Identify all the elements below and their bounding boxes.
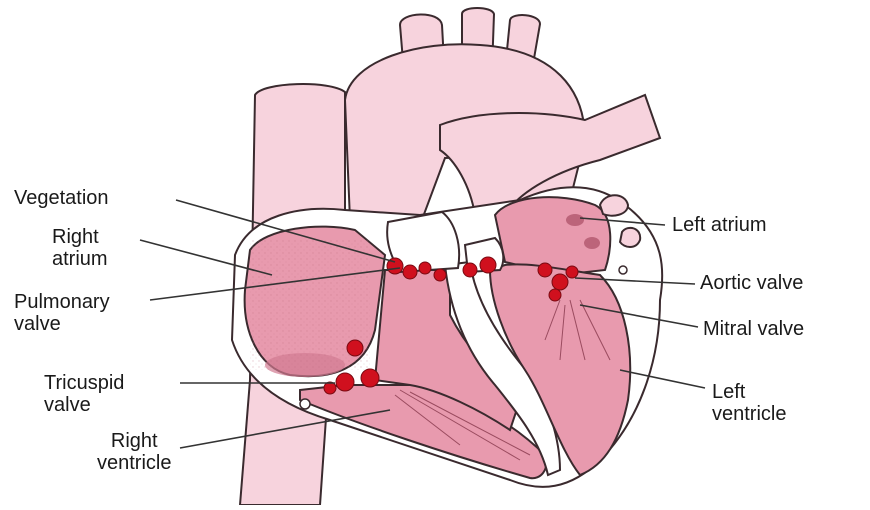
- label-vegetation: Vegetation: [14, 187, 109, 209]
- left-atrium-ostium-1: [566, 214, 584, 226]
- label-left-ventricle-line2: ventricle: [712, 403, 786, 425]
- label-pulmonary-valve-line1: Pulmonary: [14, 291, 110, 313]
- label-right-atrium: Right atrium: [52, 226, 108, 270]
- label-tricuspid-valve-line1: Tricuspid: [44, 372, 124, 394]
- label-left-atrium: Left atrium: [672, 214, 766, 236]
- label-right-atrium-line1: Right: [52, 226, 108, 248]
- label-right-ventricle-line1: Right: [97, 430, 171, 452]
- valve-pin-right: [300, 399, 310, 409]
- label-tricuspid-valve-line2: valve: [44, 394, 124, 416]
- label-pulmonary-valve: Pulmonary valve: [14, 291, 110, 335]
- label-aortic-valve: Aortic valve: [700, 272, 803, 294]
- label-left-ventricle: Left ventricle: [712, 381, 786, 425]
- label-mitral-valve: Mitral valve: [703, 318, 804, 340]
- pulmonary-vein-upper: [600, 195, 628, 215]
- label-right-ventricle-line2: ventricle: [97, 452, 171, 474]
- left-atrium-ostium-2: [584, 237, 600, 249]
- label-pulmonary-valve-line2: valve: [14, 313, 110, 335]
- label-right-ventricle: Right ventricle: [97, 430, 171, 474]
- pulmonary-vein-lower: [620, 228, 640, 247]
- label-right-atrium-line2: atrium: [52, 248, 108, 270]
- label-tricuspid-valve: Tricuspid valve: [44, 372, 124, 416]
- left-atrium: [495, 197, 610, 275]
- valve-pin-left: [619, 266, 627, 274]
- label-left-ventricle-line1: Left: [712, 381, 786, 403]
